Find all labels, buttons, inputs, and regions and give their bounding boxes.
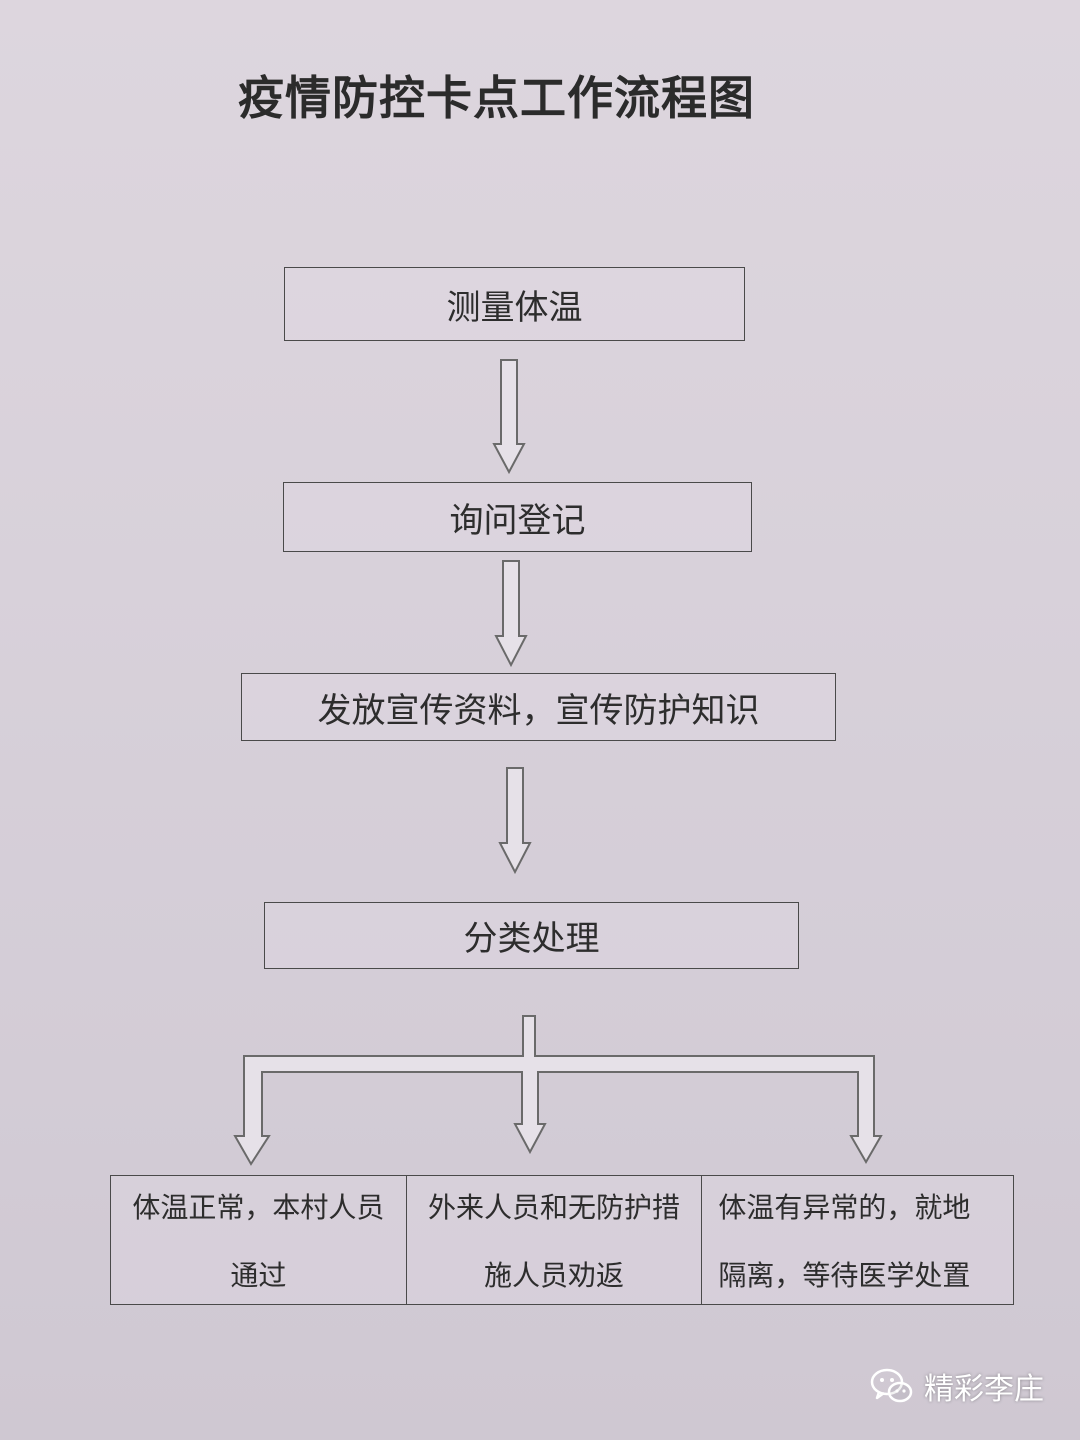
step-label: 测量体温: [446, 287, 583, 328]
step-distribute-materials: 发放宣传资料，宣传防护知识: [241, 673, 836, 741]
outcome-text-line1: 外来人员和无防护措: [428, 1191, 681, 1224]
watermark-text: 精彩李庄: [924, 1372, 1044, 1407]
arrow-step3-to-step4: [498, 767, 532, 875]
outcome-abnormal-isolate: 体温有异常的，就地 隔离，等待医学处置: [701, 1176, 1013, 1304]
outcome-normal-pass: 体温正常，本村人员 通过: [111, 1176, 406, 1304]
watermark: 精彩李庄: [870, 1364, 1044, 1408]
outcome-text-line1: 体温有异常的，就地: [718, 1191, 971, 1224]
step-classify-handle: 分类处理: [264, 902, 799, 969]
step-measure-temperature: 测量体温: [284, 267, 745, 341]
outcome-text-line2: 施人员劝返: [484, 1259, 625, 1292]
step-label: 分类处理: [463, 919, 600, 959]
branch-connector: [233, 1015, 883, 1166]
step-label: 询问登记: [449, 500, 586, 541]
outcome-text-line2: 隔离，等待医学处置: [718, 1259, 971, 1292]
wechat-icon: [870, 1368, 913, 1403]
outcome-table: 体温正常，本村人员 通过 外来人员和无防护措 施人员劝返 体温有异常的，就地 隔…: [110, 1175, 1014, 1305]
step-inquiry-registration: 询问登记: [283, 482, 752, 552]
outcome-text-line2: 通过: [230, 1259, 287, 1292]
arrow-step2-to-step3: [494, 560, 528, 668]
arrow-step1-to-step2: [492, 359, 526, 475]
outcome-outsiders-return: 外来人员和无防护措 施人员劝返: [405, 1176, 702, 1304]
diagram-title: 疫情防控卡点工作流程图: [238, 71, 755, 125]
outcome-text-line1: 体温正常，本村人员: [132, 1191, 385, 1224]
step-label: 发放宣传资料，宣传防护知识: [317, 690, 760, 731]
